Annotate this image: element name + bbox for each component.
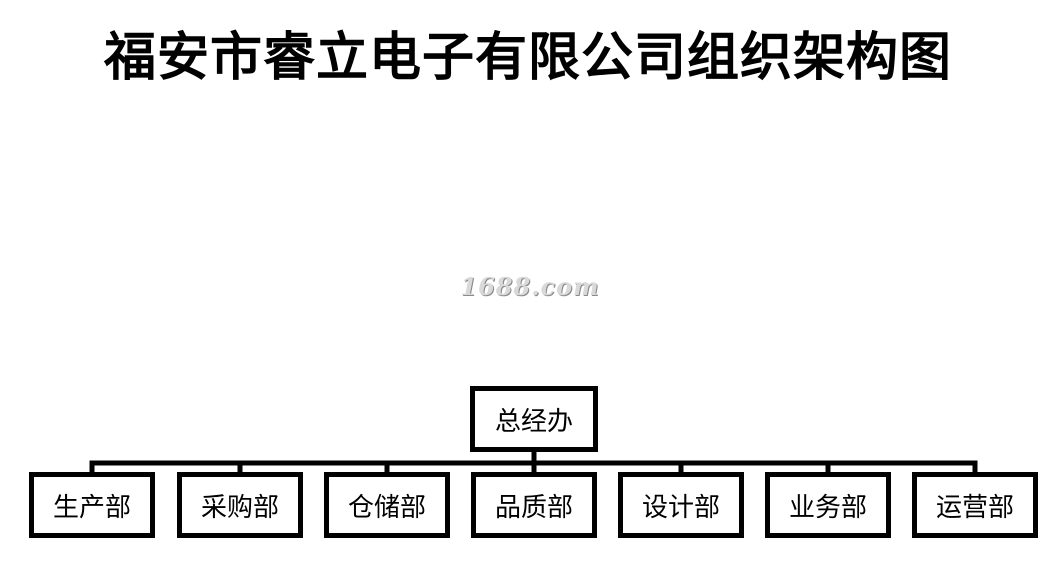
org-node-production-dept: 生产部: [29, 472, 155, 538]
org-node-warehouse-dept: 仓储部: [324, 472, 450, 538]
watermark-logo: 1688.com: [460, 272, 600, 301]
org-node-general-office: 总经办: [470, 386, 598, 452]
org-node-design-dept: 设计部: [618, 472, 744, 538]
page-title: 福安市睿立电子有限公司组织架构图: [103, 27, 952, 88]
org-node-operations-dept: 运营部: [912, 472, 1038, 538]
org-node-sales-dept: 业务部: [765, 472, 891, 538]
org-node-purchasing-dept: 采购部: [177, 472, 303, 538]
org-node-quality-dept: 品质部: [471, 472, 597, 538]
